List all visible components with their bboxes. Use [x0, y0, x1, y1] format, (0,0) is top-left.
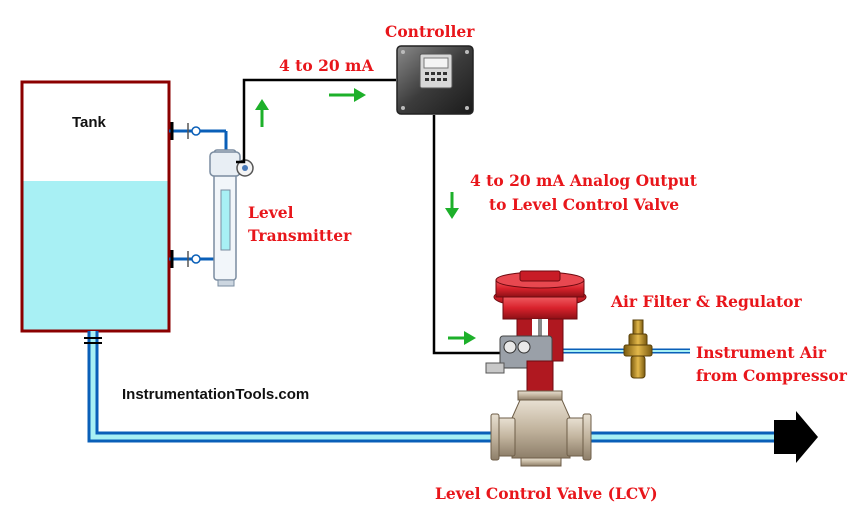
- tank-water-level: [22, 181, 169, 331]
- impulse-lines: [169, 122, 228, 268]
- signal-wires: [236, 78, 500, 355]
- transmitter-label-line2: Transmitter: [248, 226, 352, 245]
- instrument-air-label-line1: Instrument Air: [696, 343, 827, 362]
- instrument-air-label-line2: from Compressor: [696, 366, 847, 385]
- tank: [20, 80, 171, 333]
- flow-arrow-icon: [774, 411, 818, 463]
- website-watermark: InstrumentationTools.com: [122, 386, 310, 403]
- analog-output-label-line1: 4 to 20 mA Analog Output: [470, 171, 697, 190]
- transmitter-label-line1: Level: [248, 203, 294, 222]
- analog-output-label-line2: to Level Control Valve: [489, 195, 680, 214]
- controller-icon: [396, 45, 474, 115]
- signal-direction-arrows: [255, 88, 476, 345]
- signal-input-label: 4 to 20 mA: [279, 56, 374, 75]
- tank-label: Tank: [72, 114, 106, 131]
- control-valve-icon: [485, 270, 592, 467]
- air-filter-label: Air Filter & Regulator: [611, 292, 802, 311]
- controller-label: Controller: [385, 22, 475, 41]
- lcv-label: Level Control Valve (LCV): [435, 484, 658, 503]
- outlet-pipe: [84, 331, 775, 443]
- level-transmitter-icon: [209, 149, 254, 287]
- air-filter-regulator-icon: [623, 319, 653, 379]
